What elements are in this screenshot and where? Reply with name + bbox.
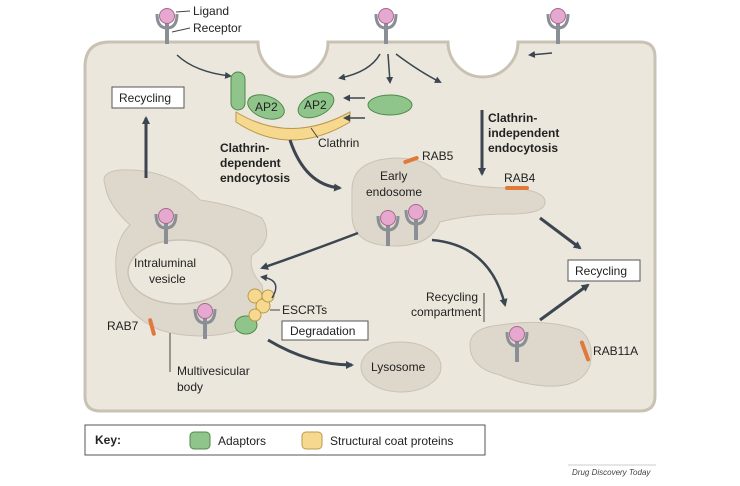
rab4-marker <box>505 186 529 190</box>
arrow-to-recycling-right <box>539 216 582 250</box>
arrow-to-left-pit <box>176 54 232 79</box>
recycling-label-right: Recycling <box>575 264 627 278</box>
arrow-to-recycling-compartment <box>431 238 508 307</box>
mvb-label-2: body <box>177 380 203 394</box>
arrow-right-receptor <box>528 51 553 59</box>
adaptor-free <box>367 94 413 116</box>
lysosome <box>360 341 442 393</box>
key-adaptors-label: Adaptors <box>218 434 266 448</box>
key-structural-swatch <box>301 431 323 450</box>
ligand-receptor-top-right <box>546 7 570 46</box>
intraluminal-label-2: vesicle <box>149 272 186 286</box>
key-box <box>84 424 486 456</box>
rab11a-label: RAB11A <box>593 344 638 358</box>
clathrin-dep-label-3: endocytosis <box>220 171 290 185</box>
ap2-right <box>297 91 335 119</box>
clathrin-dep-label-1: Clathrin- <box>220 141 269 155</box>
escrts-label: ESCRTs <box>282 303 327 317</box>
ap2-left <box>247 94 285 120</box>
escrt-yellow-4 <box>261 289 275 303</box>
recycling-label-left: Recycling <box>119 91 171 105</box>
rab11a-marker <box>579 340 591 362</box>
clathrin-label: Clathrin <box>318 136 359 150</box>
lysosome-label: Lysosome <box>371 360 426 374</box>
recycling-box-left <box>111 86 185 109</box>
early-endosome-label-2: endosome <box>366 185 422 199</box>
arrow-to-mvb <box>260 231 359 270</box>
rab4-label: RAB4 <box>504 171 536 185</box>
rab7-label: RAB7 <box>107 319 139 333</box>
arrow-to-early-endosome <box>288 139 342 192</box>
clathrin-indep-label-1: Clathrin- <box>488 111 537 125</box>
escrt-green <box>234 315 258 335</box>
recycling-compartment-label-2: compartment <box>411 305 482 319</box>
receptor-pointer <box>171 27 191 33</box>
clathrin-coat <box>235 111 351 141</box>
rab5-marker <box>403 155 419 165</box>
arrow-center-left <box>338 53 381 81</box>
escrt-curved-arrow <box>260 274 277 299</box>
rab5-label: RAB5 <box>422 149 454 163</box>
arrow-center-right <box>395 53 442 83</box>
degradation-box <box>281 320 369 341</box>
key-title: Key: <box>95 433 121 447</box>
arrow-compartment-to-recycling <box>539 283 590 322</box>
arrow-center-down <box>386 53 394 84</box>
rab7-marker <box>148 318 156 336</box>
mvb-label-1: Multivesicular <box>177 364 250 378</box>
adaptor-vertical <box>230 71 246 111</box>
ligand-receptor-top-center <box>374 7 398 46</box>
credit-label: Drug Discovery Today <box>572 468 651 477</box>
recycling-compartment <box>469 321 592 387</box>
clathrin-indep-label-2: independent <box>488 126 559 140</box>
intraluminal-label-1: Intraluminal <box>134 256 196 270</box>
ap2-label-left: AP2 <box>255 100 278 114</box>
receptor-label: Receptor <box>193 21 242 35</box>
clathrin-pointer <box>310 127 319 139</box>
recycling-compartment-label-1: Recycling <box>426 290 478 304</box>
clathrin-dep-label-2: dependent <box>220 156 281 170</box>
ligand-pointer <box>175 10 191 13</box>
ap2-label-right: AP2 <box>304 98 327 112</box>
escrt-yellow-3 <box>248 308 262 322</box>
clathrin-indep-label-3: endocytosis <box>488 141 558 155</box>
recycling-box-right <box>567 259 641 282</box>
ligand-receptor-top-left <box>155 7 179 46</box>
degradation-label: Degradation <box>290 324 355 338</box>
intraluminal-vesicle <box>127 239 233 305</box>
ligand-label: Ligand <box>193 4 229 18</box>
arrow-to-lysosome <box>267 338 354 369</box>
key-adaptor-swatch <box>189 431 211 450</box>
early-endosome-label-1: Early <box>380 169 407 183</box>
key-structural-label: Structural coat proteins <box>330 434 453 448</box>
